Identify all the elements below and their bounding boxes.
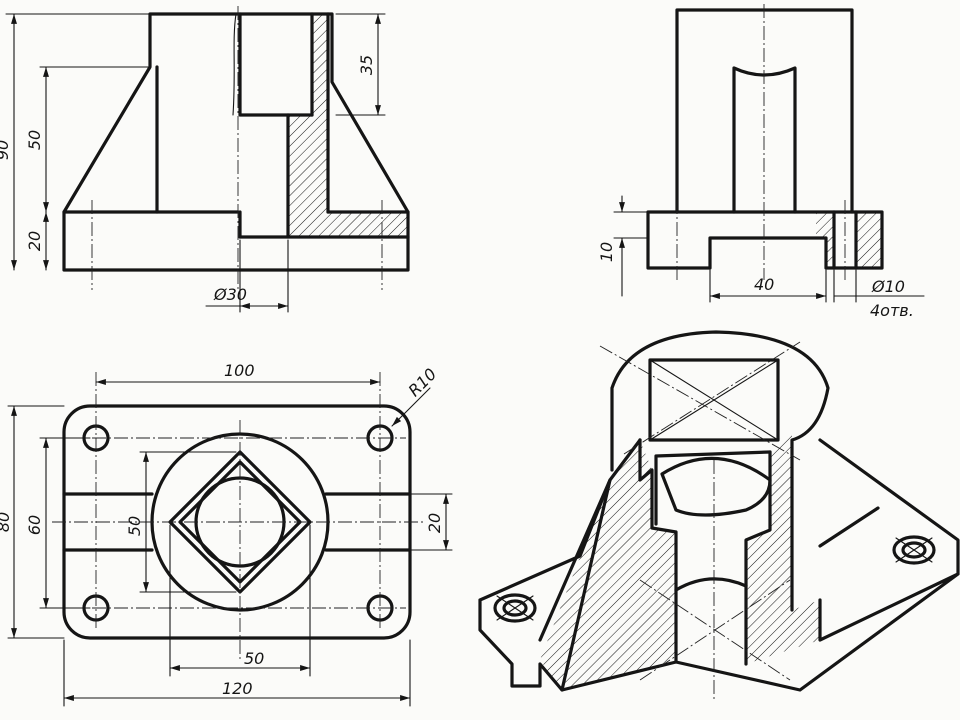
- iso-hatch-left: [540, 440, 676, 690]
- front-section-hatch: [288, 14, 408, 237]
- top-view: 100 R10 80 60 50 20 50 120: [0, 361, 453, 707]
- dim-hole-note: 4отв.: [870, 301, 914, 320]
- dim-overall-width: 120: [222, 679, 253, 698]
- iso-cylinder-top: [610, 330, 830, 612]
- dim-bore-depth: 35: [357, 55, 376, 75]
- dim-overall-depth: 80: [0, 512, 13, 532]
- front-outline: [62, 12, 410, 272]
- dim-hole-spacing-y: 60: [25, 515, 44, 535]
- dim-rib: 20: [425, 513, 444, 533]
- dim-square-bottom: 50: [244, 649, 264, 668]
- dim-flange: 10: [597, 242, 616, 262]
- side-outline: [646, 8, 884, 270]
- dim-square: 50: [125, 516, 144, 536]
- front-bore: [238, 12, 314, 117]
- iso-base-right: [674, 438, 960, 692]
- dim-total-height: 90: [0, 140, 12, 160]
- dim-upper-height: 50: [25, 130, 44, 150]
- iso-hatch-right: [746, 430, 820, 664]
- dim-slot-width: 40: [754, 275, 774, 294]
- dim-bore-diameter: Ø30: [213, 285, 247, 304]
- isometric-view: [478, 330, 960, 700]
- iso-bore: [660, 456, 772, 517]
- front-view: 90 50 20 35 Ø30: [0, 6, 410, 313]
- side-view: 10 40 Ø10 4отв.: [597, 4, 925, 320]
- side-bore: [732, 66, 797, 214]
- dim-hole-diameter: Ø10: [871, 277, 905, 296]
- dim-base-height: 20: [25, 231, 44, 251]
- dim-fillet: R10: [405, 364, 441, 400]
- dim-hole-spacing-x: 100: [224, 361, 255, 380]
